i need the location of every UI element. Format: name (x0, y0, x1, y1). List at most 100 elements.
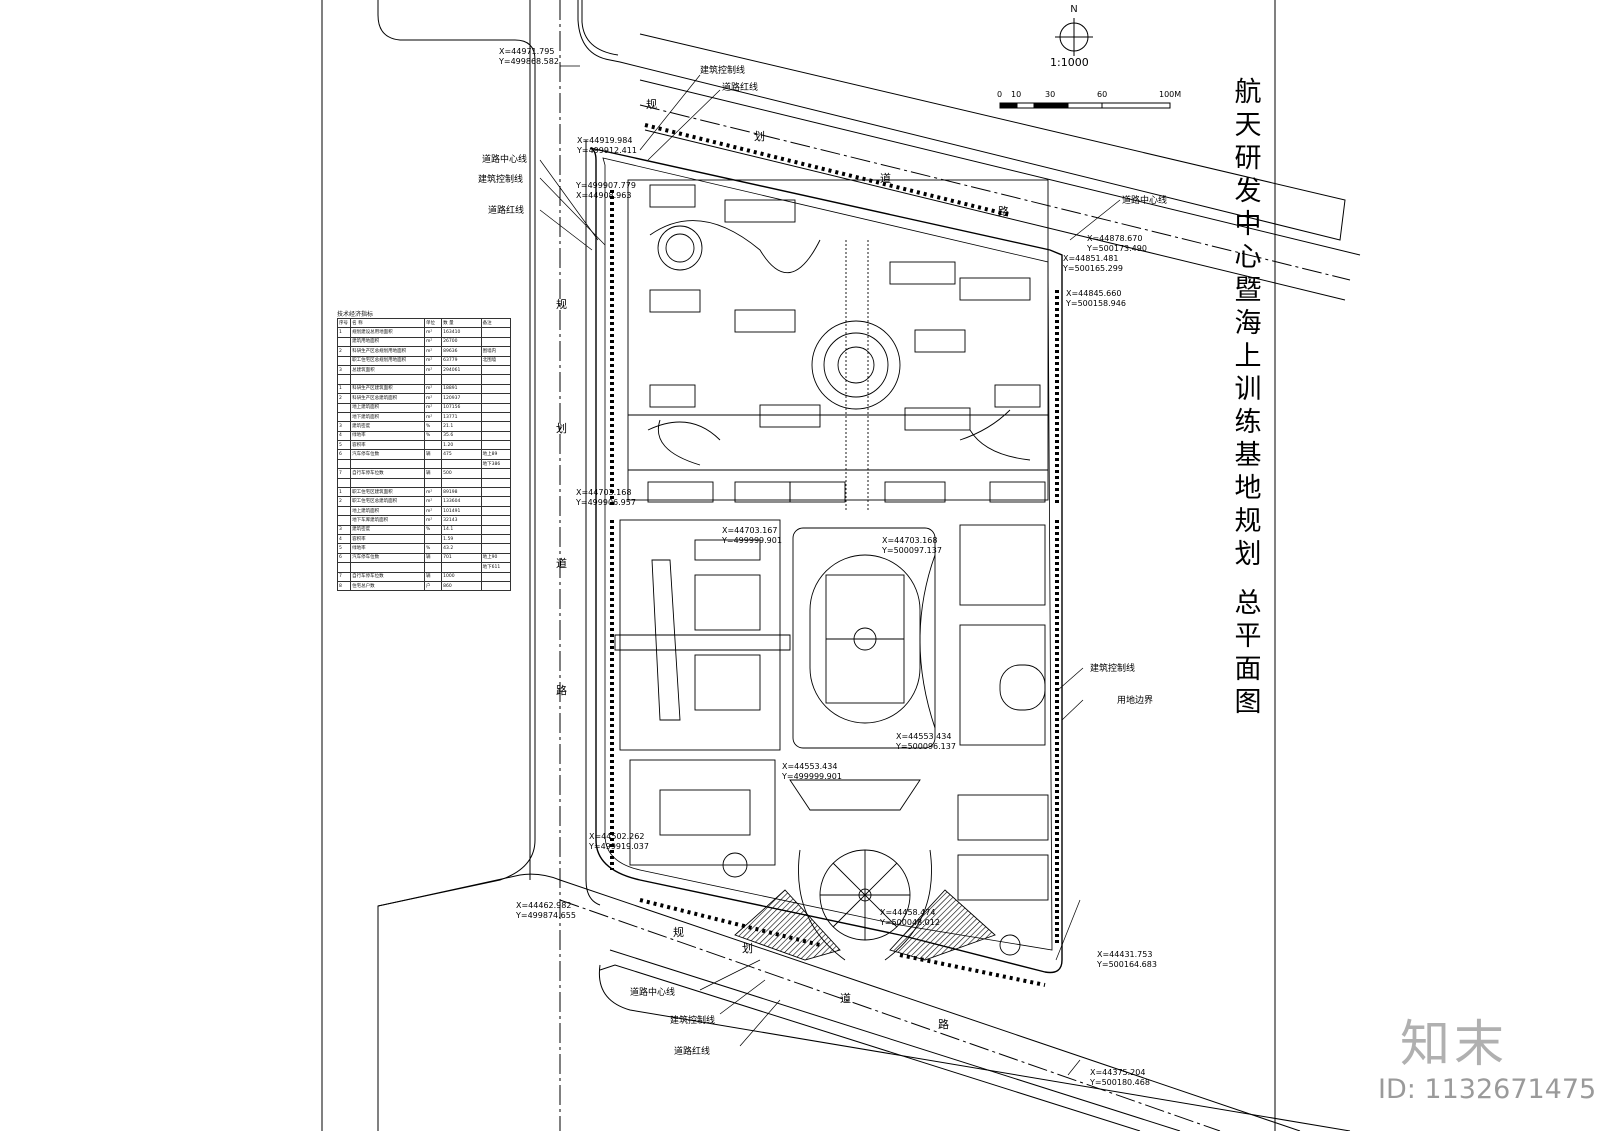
table-cell: 职工住宅区建筑面积 (350, 487, 425, 498)
table-cell: 地上90 (480, 552, 512, 564)
table-cell: 860 (441, 580, 482, 592)
table-cell (480, 468, 512, 479)
table-cell: 单位 (423, 317, 443, 329)
table-cell: 4 (336, 533, 352, 545)
table-cell (336, 515, 352, 526)
table-cell: 辆 (423, 468, 443, 479)
frame-lines (321, 0, 1276, 1131)
road-char-south-4: 路 (938, 1018, 949, 1031)
table-cell (480, 336, 512, 348)
table-cell: 475 (441, 449, 482, 460)
table-cell: 容积率 (350, 440, 425, 451)
table-cell: 北围墙 (480, 355, 512, 366)
table-cell: 汽车停车位数 (350, 552, 425, 564)
label-center-line-south: 道路中心线 (630, 988, 676, 998)
table-cell: m² (423, 327, 443, 338)
table-cell: 7 (336, 571, 352, 582)
drawing-title: 航天研发中心暨海上训练基地规划 总平面图 (1234, 77, 1262, 718)
table-cell (423, 374, 443, 385)
table-cell: 5 (336, 543, 352, 554)
table-cell: 2 (336, 393, 352, 404)
table-cell: m² (423, 336, 443, 348)
table-cell: 5 (336, 440, 352, 451)
table-cell: % (423, 543, 443, 554)
scale-tick-100m: 100M (1159, 90, 1182, 99)
watermark-id: ID: 1132671475 (1378, 1074, 1597, 1105)
table-cell: 1 (336, 487, 352, 498)
table-cell: 数 量 (441, 317, 482, 329)
table-cell: 500 (441, 468, 482, 479)
table-cell (441, 374, 482, 385)
road-char-west-3: 道 (556, 557, 567, 570)
table-cell: % (423, 524, 443, 536)
table-cell (480, 402, 512, 413)
table-cell: 地下386 (480, 458, 512, 470)
table-cell: 4 (336, 430, 352, 442)
table-cell: 职工住宅区总规划用地面积 (350, 355, 425, 366)
table-cell: 120937 (441, 393, 482, 404)
table-cell: m² (423, 393, 443, 404)
table-cell (336, 477, 352, 489)
table-cell: 1000 (441, 571, 482, 582)
table-cell: 107156 (441, 402, 482, 413)
table-cell (423, 533, 443, 545)
road-char-west-2: 划 (556, 422, 567, 435)
road-char-north-2: 划 (754, 130, 765, 143)
table-cell: m² (423, 383, 443, 395)
table-cell: m² (423, 346, 443, 357)
table-title: 技术经济指标 (337, 311, 374, 318)
table-cell: 名 称 (350, 317, 425, 329)
table-cell (480, 393, 512, 404)
table-cell: 2 (336, 346, 352, 357)
table-cell (336, 562, 352, 573)
table-row: 地下386 (336, 458, 512, 470)
table-cell: 701 (441, 552, 482, 564)
table-cell: 8 (336, 580, 352, 592)
table-cell (480, 571, 512, 582)
table-cell: 3 (336, 524, 352, 536)
label-control-line-east: 建筑控制线 (1090, 664, 1136, 674)
table-cell: m² (423, 505, 443, 517)
table-cell (480, 364, 512, 376)
table-cell (336, 505, 352, 517)
table-cell: 围墙内 (480, 346, 512, 357)
table-row: 地下611 (336, 562, 512, 573)
table-cell: 绿地率 (350, 430, 425, 442)
table-cell: 1 (336, 327, 352, 338)
table-cell: 地上建筑面积 (350, 402, 425, 413)
table-cell: 地上建筑面积 (350, 505, 425, 517)
table-cell: 绿地率 (350, 543, 425, 554)
scale-tick-10: 10 (1011, 90, 1022, 99)
table-cell (423, 440, 443, 451)
table-cell: 科研生产区总规划用地面积 (350, 346, 425, 357)
table-cell: 133604 (441, 496, 482, 507)
table-cell: 职工住宅区总建筑面积 (350, 496, 425, 507)
table-cell: 89636 (441, 346, 482, 357)
road-char-north-4: 路 (998, 205, 1009, 218)
table-cell (423, 562, 443, 573)
table-cell (480, 411, 512, 423)
